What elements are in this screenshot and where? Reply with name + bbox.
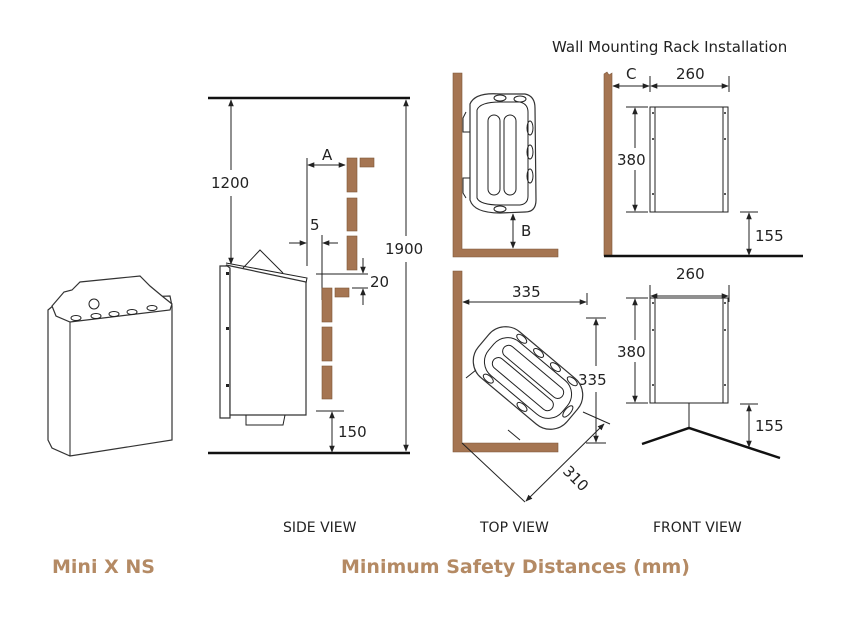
dim-diagonal: 310 bbox=[559, 462, 592, 495]
dim-corner-y: 335 bbox=[578, 371, 607, 389]
top-view-corner-drawing: 335 335 310 bbox=[452, 270, 611, 503]
wood-panel bbox=[346, 157, 358, 193]
top-view-label: TOP VIEW bbox=[479, 520, 549, 536]
dim-corner-x: 335 bbox=[512, 283, 541, 301]
dim-floor-gap-bottom: 155 bbox=[755, 417, 784, 435]
dim-rack-width-top: 260 bbox=[676, 65, 705, 83]
side-view-label: SIDE VIEW bbox=[283, 520, 357, 536]
dim-top-clearance: 1200 bbox=[211, 174, 249, 192]
dim-wall-clearance-b: B bbox=[521, 222, 531, 240]
dim-floor-gap: 150 bbox=[338, 423, 367, 441]
front-view-wall-rack-drawing: C 260 380 155 bbox=[603, 65, 803, 258]
wood-panel bbox=[321, 287, 333, 323]
product-name: Mini X NS bbox=[52, 556, 155, 578]
dim-rack-width-bottom: 260 bbox=[676, 265, 705, 283]
dim-wall-gap-c: C bbox=[626, 65, 636, 83]
wood-panel bbox=[346, 235, 358, 271]
diagram-heading: Wall Mounting Rack Installation bbox=[552, 38, 787, 56]
side-view-drawing: 1200 1900 A 5 2 bbox=[208, 96, 423, 455]
front-view-corner-rack-drawing: 260 380 155 bbox=[617, 265, 784, 460]
wood-panel bbox=[346, 197, 358, 232]
dim-rack-height-bottom: 380 bbox=[617, 343, 646, 361]
heater-perspective-illustration bbox=[47, 275, 173, 457]
wood-panel bbox=[359, 157, 375, 168]
diagram-caption: Minimum Safety Distances (mm) bbox=[341, 556, 690, 578]
dim-side-gap: 5 bbox=[310, 216, 320, 234]
dim-rack-height-top: 380 bbox=[617, 151, 646, 169]
dim-total-height: 1900 bbox=[385, 240, 423, 258]
wood-panel bbox=[334, 287, 350, 298]
wood-panel bbox=[321, 326, 333, 362]
dim-wall-gap-a: A bbox=[322, 146, 333, 164]
front-view-label: FRONT VIEW bbox=[653, 520, 742, 536]
wood-panel bbox=[321, 365, 333, 400]
dim-shelf-gap: 20 bbox=[370, 273, 389, 291]
dim-floor-gap-top: 155 bbox=[755, 227, 784, 245]
top-view-wall-drawing: B bbox=[452, 72, 559, 258]
